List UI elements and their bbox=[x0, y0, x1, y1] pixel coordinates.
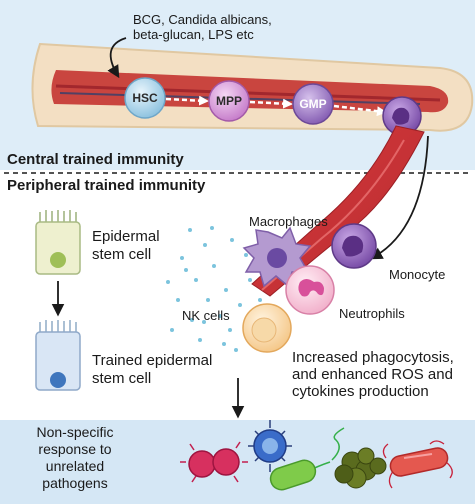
effects-label: Increased phagocytosis, and enhanced ROS… bbox=[292, 349, 454, 400]
central-trained-immunity-label: Central trained immunity bbox=[7, 151, 184, 168]
monocyte-label: Monocyte bbox=[389, 267, 446, 282]
fungal-cluster-icon bbox=[334, 447, 387, 489]
hsc-cell bbox=[124, 77, 166, 119]
rod-bacterium-icon bbox=[382, 440, 453, 489]
neutrophils-label: Neutrophils bbox=[339, 306, 405, 321]
gmp-label: GMP bbox=[299, 97, 327, 111]
gmp-cell bbox=[292, 83, 334, 125]
mpp-cell bbox=[208, 80, 250, 122]
stimuli-label: BCG, Candida albicans, beta-glucan, LPS … bbox=[133, 12, 272, 42]
diplococcus-icon bbox=[180, 441, 248, 483]
neutrophil-cell bbox=[285, 265, 335, 315]
differentiation-arrows bbox=[165, 95, 387, 117]
virus-icon bbox=[248, 420, 292, 472]
nk-cells-label: NK cells bbox=[182, 308, 230, 323]
macrophage-cell bbox=[242, 226, 312, 288]
bacillus-icon bbox=[269, 427, 345, 491]
cytokine-dots bbox=[166, 226, 262, 352]
macrophages-label: Macrophages bbox=[249, 214, 328, 229]
epidermal-stem-cell bbox=[35, 210, 81, 275]
monocyte-cell bbox=[331, 223, 377, 269]
stimuli-arrow bbox=[107, 37, 127, 79]
trained-epidermal-stem-cell bbox=[35, 320, 81, 391]
hsc-label: HSC bbox=[132, 91, 158, 105]
epidermal-stem-cell-label: Epidermal stem cell bbox=[92, 228, 160, 263]
trained-epidermal-stem-cell-label: Trained epidermal stem cell bbox=[92, 352, 213, 387]
monocyte-in-marrow bbox=[382, 96, 422, 136]
mpp-label: MPP bbox=[215, 94, 242, 108]
response-label: Non-specific response to unrelated patho… bbox=[36, 424, 114, 491]
peripheral-trained-immunity-label: Peripheral trained immunity bbox=[7, 177, 206, 194]
monocyte-arrow bbox=[369, 135, 429, 260]
nk-cell bbox=[242, 303, 292, 353]
